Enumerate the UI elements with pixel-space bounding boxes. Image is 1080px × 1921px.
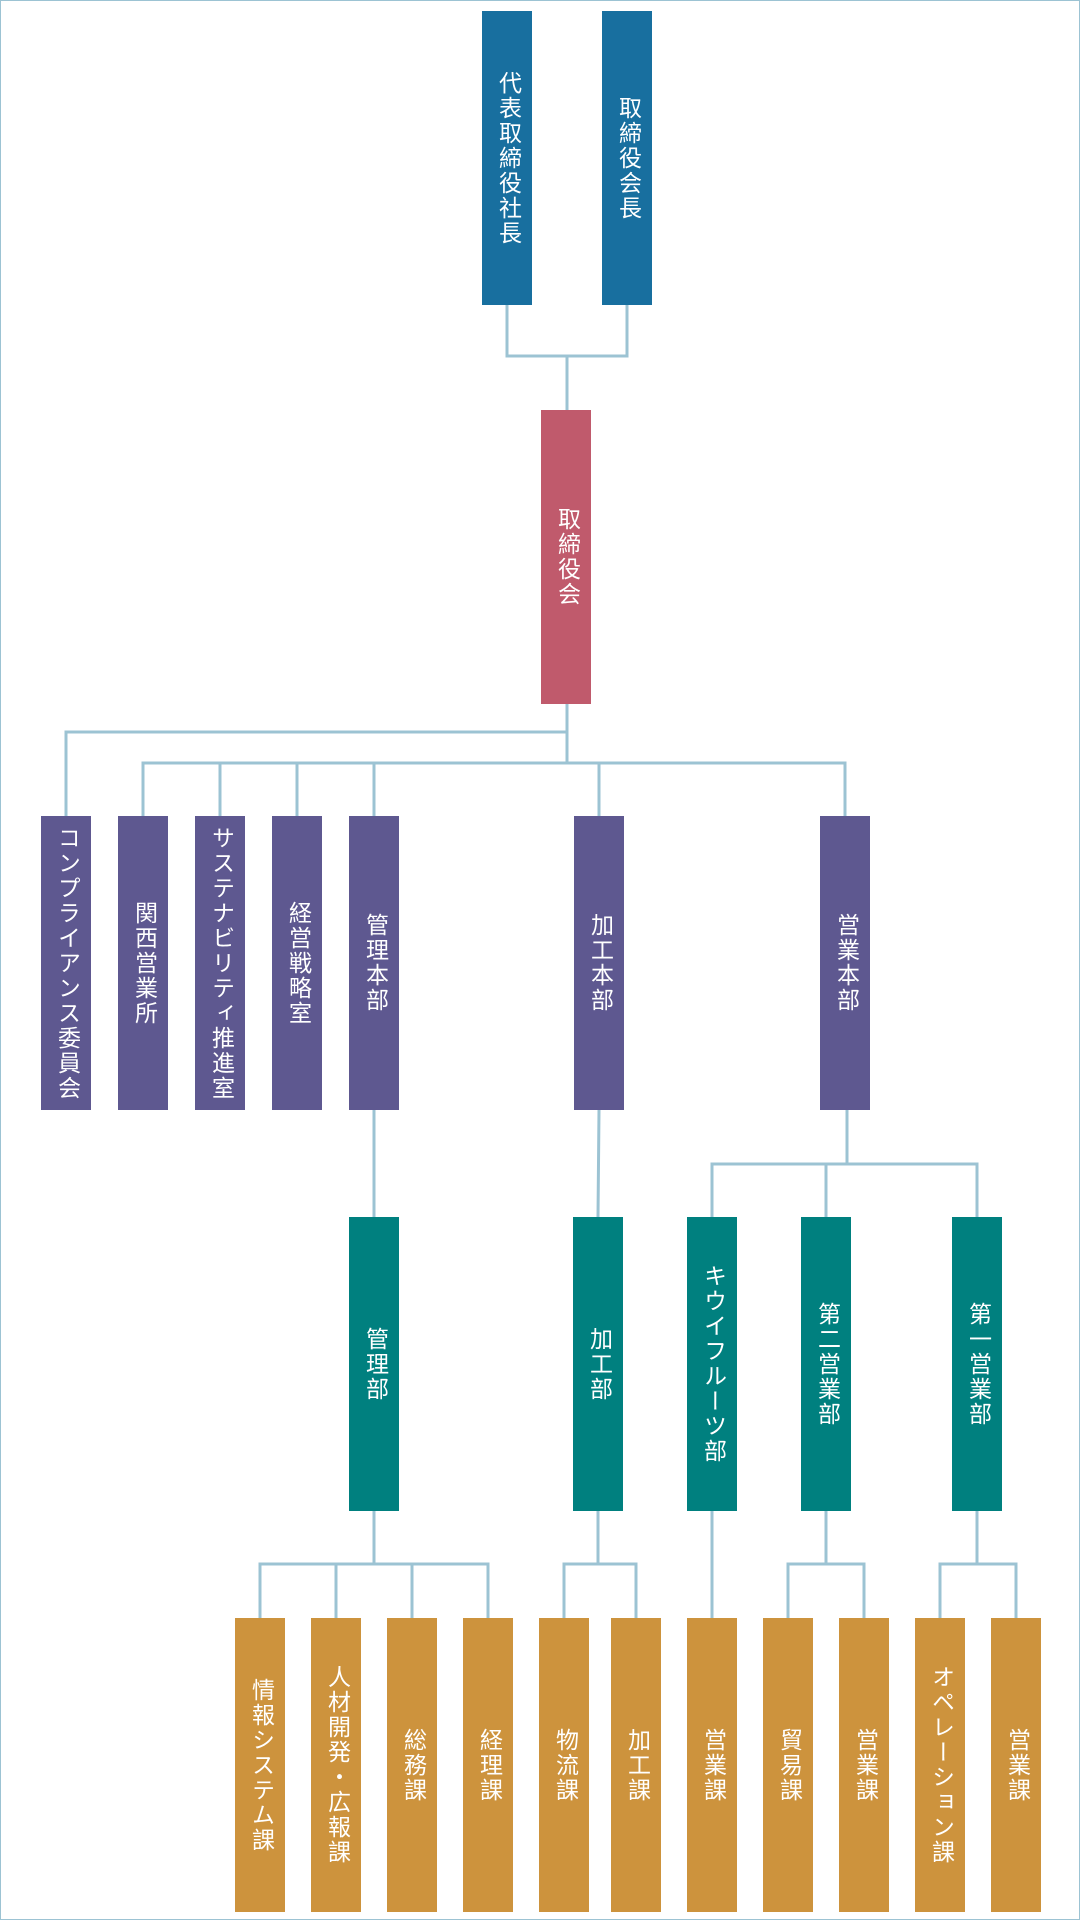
sales1-sales-section-box: 営業課 [991,1618,1041,1912]
sustainability-office-box: サステナビリティ推進室 [195,816,245,1110]
compliance-committee-box: コンプライアンス委員会 [41,816,91,1110]
kiwi-sales-section-box: 営業課 [687,1618,737,1912]
sales2-sales-section-box: 営業課 [839,1618,889,1912]
chairman-box: 取締役会長 [602,11,652,305]
kiwi-dept-box: キウイフルーツ部 [687,1217,737,1511]
operations-section-box: オペレーション課 [915,1618,965,1912]
strategy-office-box: 経営戦略室 [272,816,322,1110]
hr-pr-section-box: 人材開発・広報課 [311,1618,361,1912]
processing-section-box: 加工課 [611,1618,661,1912]
it-section-box: 情報システム課 [235,1618,285,1912]
sales-hq-box: 営業本部 [820,816,870,1110]
board-box: 取締役会 [541,410,591,704]
logistics-section-box: 物流課 [539,1618,589,1912]
kansai-office-box: 関西営業所 [118,816,168,1110]
admin-hq-box: 管理本部 [349,816,399,1110]
processing-dept-box: 加工部 [573,1217,623,1511]
accounting-section-box: 経理課 [463,1618,513,1912]
sales2-dept-box: 第二営業部 [801,1217,851,1511]
trade-section-box: 貿易課 [763,1618,813,1912]
connector-line [596,1108,601,1219]
general-affairs-section-box: 総務課 [387,1618,437,1912]
sales1-dept-box: 第一営業部 [952,1217,1002,1511]
admin-dept-box: 管理部 [349,1217,399,1511]
processing-hq-box: 加工本部 [574,816,624,1110]
president-box: 代表取締役社長 [482,11,532,305]
